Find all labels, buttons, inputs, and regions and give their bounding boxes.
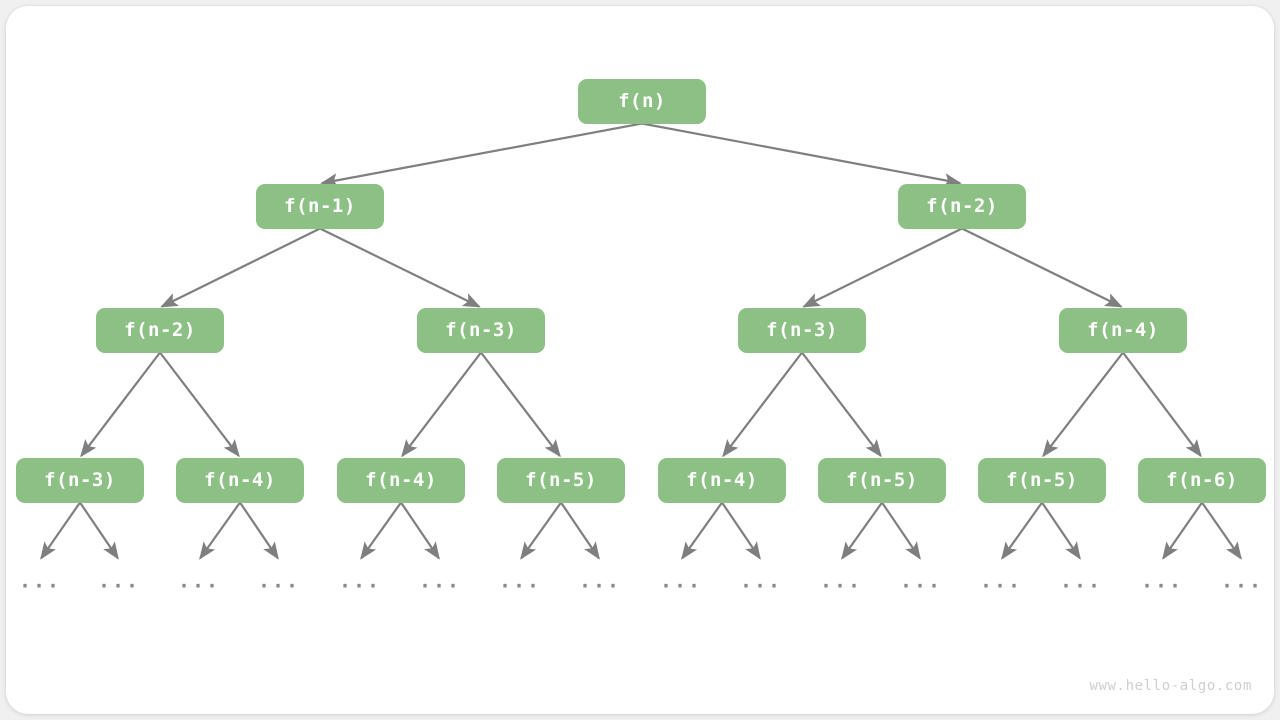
leaf-ellipsis: ···: [177, 574, 221, 598]
tree-node: f(n-3): [417, 307, 545, 353]
leaf-ellipsis: ···: [338, 574, 382, 598]
tree-node: f(n-6): [1138, 457, 1266, 503]
leaf-ellipsis: ···: [979, 574, 1023, 598]
leaf-ellipsis: ···: [819, 574, 863, 598]
tree-node: f(n): [578, 78, 706, 124]
leaf-ellipsis: ···: [498, 574, 542, 598]
leaf-ellipsis: ···: [18, 574, 62, 598]
leaf-ellipsis: ···: [257, 574, 301, 598]
tree-node: f(n-1): [256, 183, 384, 229]
tree-node: f(n-2): [96, 307, 224, 353]
tree-node: f(n-4): [658, 457, 786, 503]
leaf-ellipsis: ···: [1220, 574, 1264, 598]
tree-node: f(n-5): [978, 457, 1106, 503]
tree-node: f(n-3): [738, 307, 866, 353]
tree-node: f(n-5): [818, 457, 946, 503]
tree-node: f(n-4): [176, 457, 304, 503]
leaf-ellipsis: ···: [899, 574, 943, 598]
tree-node: f(n-2): [898, 183, 1026, 229]
watermark: www.hello-algo.com: [1089, 678, 1252, 694]
leaf-ellipsis: ···: [578, 574, 622, 598]
tree-node: f(n-4): [1059, 307, 1187, 353]
leaf-ellipsis: ···: [739, 574, 783, 598]
tree-node: f(n-4): [337, 457, 465, 503]
leaf-ellipsis: ···: [1059, 574, 1103, 598]
tree-node: f(n-3): [16, 457, 144, 503]
leaf-ellipsis: ···: [659, 574, 703, 598]
leaf-ellipsis: ···: [97, 574, 141, 598]
leaf-ellipsis: ···: [418, 574, 462, 598]
tree-node: f(n-5): [497, 457, 625, 503]
leaf-ellipsis: ···: [1140, 574, 1184, 598]
